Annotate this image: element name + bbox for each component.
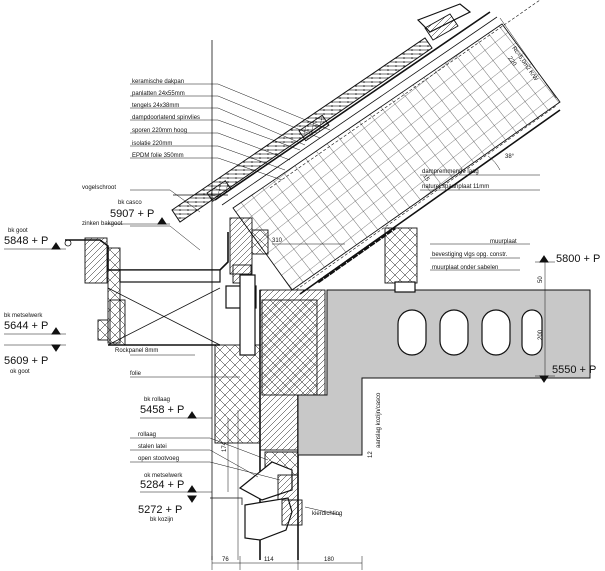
label-bevestiging: bevestiging vlgs opg. constr. [432,252,508,258]
label-tengels: tengels 24x38mm [132,103,179,109]
level-5907-marker-icon [157,217,167,225]
level-markers: bk casco 5907 + P bk goot 5848 + P bk me… [4,200,600,523]
level-5644-value: 5644 + P [4,320,48,332]
insulation-layer [232,23,561,291]
dim-ok-metselwerk [210,497,243,505]
dim-bottom-76: 76 [222,557,229,563]
label-muurplaat: muurplaat [490,239,517,245]
level-5848-value: 5848 + P [4,235,48,247]
tile-batten [298,114,330,142]
dim-bottom-180: 180 [324,557,335,563]
gutter-clip [97,319,109,341]
rc-dim-line [499,17,557,99]
level-5272-sub-below: bk kozijn [150,517,173,523]
dim-50: 50 [538,276,544,283]
vapour-barrier-line [295,105,557,291]
roof-assembly [171,0,561,295]
level-5800-marker-icon [539,255,549,263]
label-dakpan: keramische dakpan [132,79,184,85]
level-5272-marker-icon [187,495,197,503]
dimension-group: 310 50 200 174 12 76 114 180 [211,238,550,570]
tile-batten-top [424,13,459,41]
hollow-core-3 [481,309,511,356]
level-5458-marker-icon [187,411,197,419]
leader-lines [130,83,540,516]
dim-12: 12 [368,451,374,458]
gutter-assembly [64,194,269,346]
level-5284-sub: ok metselwerk [144,473,183,479]
lintel-block [277,474,299,501]
level-5907-sub: bk casco [118,200,142,206]
spinvlies-line [221,16,498,206]
level-5609-marker-icon [51,344,61,352]
label-spaanplaat: naturel spaanplaat 11mm [422,184,489,190]
level-5458-value: 5458 + P [140,404,184,416]
label-panlatten: panlatten 24x55mm [132,91,185,97]
level-5284-value: 5284 + P [140,479,184,491]
fascia-timber [109,299,126,346]
level-5272-value: 5272 + P [138,504,182,516]
label-aanslag-kozijn: aanslag kozijn/casco [376,392,382,448]
inner-post [239,274,256,356]
wall-plate-timber [384,227,418,284]
hollow-core-2 [439,309,469,356]
label-rollaag: rollaag [138,432,156,438]
dim-bottom-114: 114 [264,557,274,563]
wall-assembly [210,40,591,560]
level-5848-sub: bk goot [8,228,28,234]
label-muurplaat-onder: muurplaat onder sabelen [432,265,498,271]
gutter-board [119,269,221,283]
eaves-timber-2 [251,229,269,255]
level-5800-value: 5800 + P [556,253,600,265]
label-vogelschroot: vogelschroot [82,185,116,191]
label-sporen: sporen 220mm hoog [132,128,187,134]
wall-plate-underlay [394,281,416,293]
label-isolatie: isolatie 220mm [132,141,172,147]
layer-label-group: keramische dakpan panlatten 24x55mm teng… [132,79,200,159]
label-folie: folie [130,371,142,377]
level-5609-sub-below: ok goot [10,369,30,375]
label-stalen-latei: stalen latei [138,444,167,450]
level-5550-value: 5550 + P [552,364,596,376]
timber-frame-wall [261,299,318,396]
label-open-stootvoeg: open stootvoeg [138,456,179,462]
dim-174: 174 [222,441,228,452]
level-5848-marker-icon [51,242,61,250]
brick-outer-leaf [214,344,261,444]
label-epdm: EPDM folie 350mm [132,153,184,159]
level-5644-sub: bk metselwerk [4,313,43,319]
hollow-core-1 [397,309,427,356]
kozijn-seal-block [281,499,303,526]
diag-brace-2 [107,287,221,346]
epdm-strip [317,226,396,284]
level-5284-marker-icon [187,485,197,493]
label-spinvlies: dampdoorlatend spinvlies [132,115,200,121]
gutter-bead [64,239,72,247]
label-angle: 38° [505,154,515,160]
label-rc-sub: 220 [506,56,517,68]
label-rockpanel: Rockpanel 8mm [115,348,158,354]
angle-arc [487,155,501,171]
level-5644-marker-icon [51,327,61,335]
level-5609-value: 5609 + P [4,355,48,367]
concrete-floor-slab [297,289,591,456]
dim-310: 310 [272,238,283,244]
label-kierdichting: kierdichting [312,511,342,517]
hollow-core-4 [521,309,543,356]
level-5907-value: 5907 + P [110,208,154,220]
label-dim-15: 15 [421,174,430,183]
rafter-top-line [214,11,491,201]
dim-200: 200 [538,329,544,340]
label-dampremmende-laag: dampremmende laag [422,169,479,175]
label-zinken-bakgoot: zinken bakgoot [82,221,123,227]
gutter-timber-left [84,237,108,284]
window-frame-kozijn [244,497,293,541]
level-5458-sub: bk rollaag [144,397,170,403]
level-5550-marker-icon [539,375,549,383]
